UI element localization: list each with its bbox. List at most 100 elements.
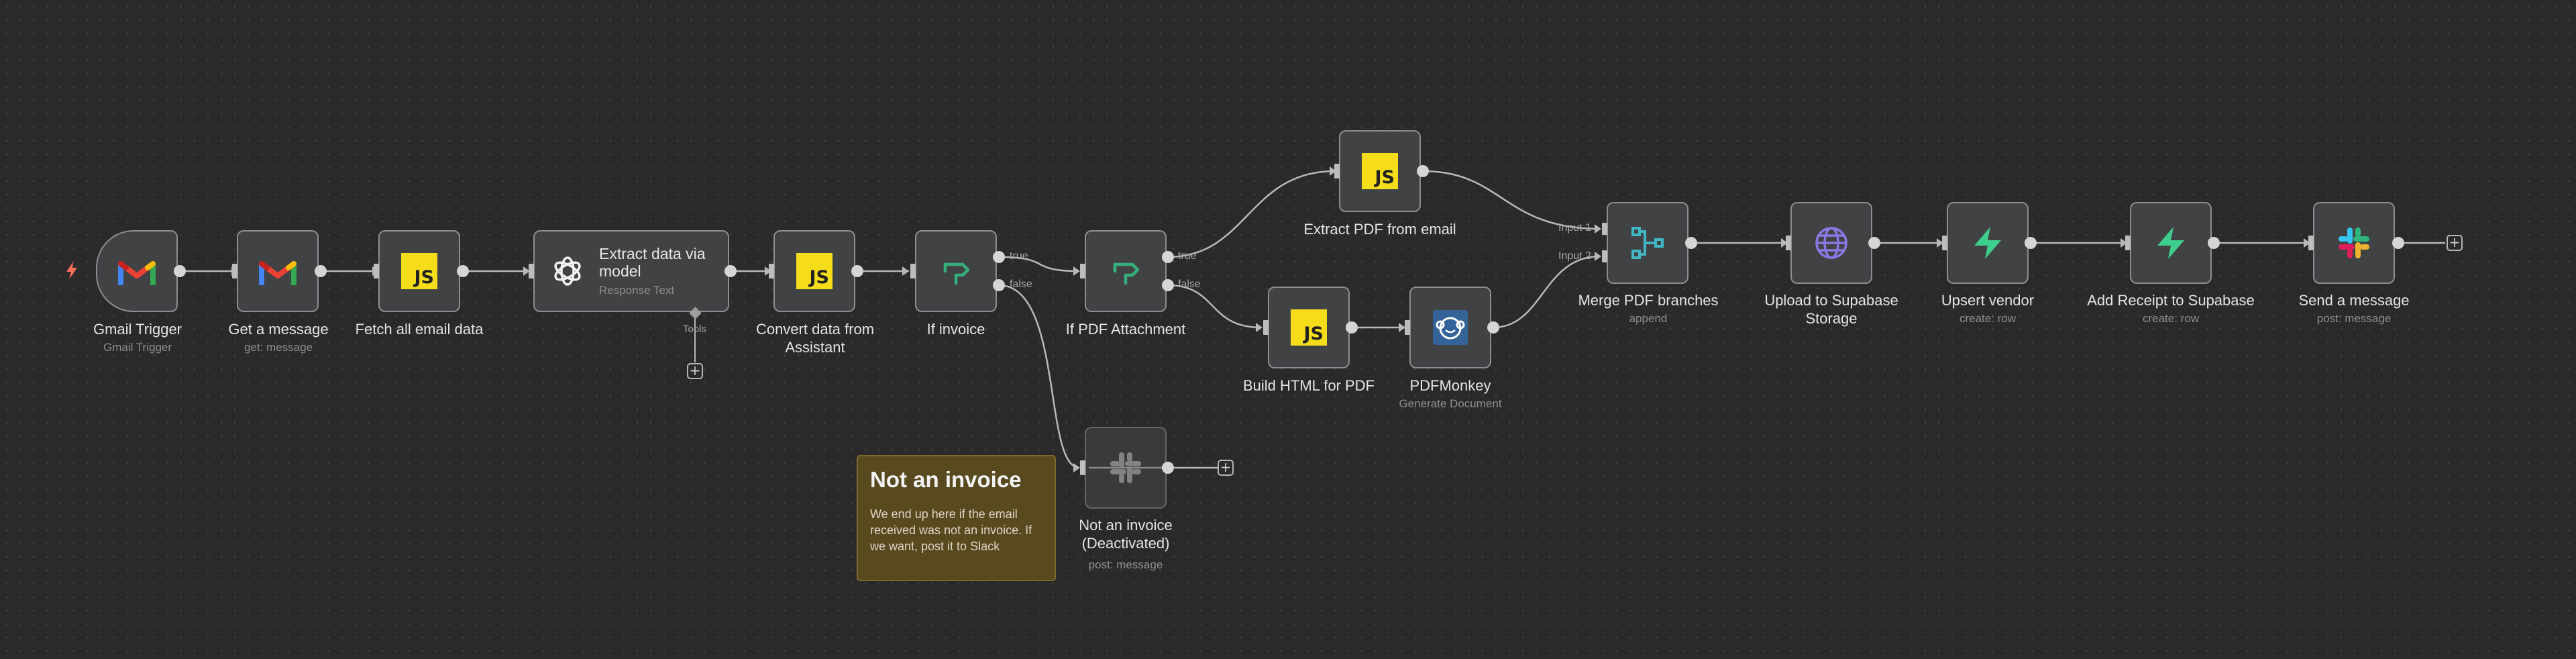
false-output-handle[interactable] — [993, 279, 1005, 291]
output-handle[interactable] — [1346, 321, 1358, 334]
gmail-icon — [258, 252, 297, 291]
node-label-upsert-vendor: Upsert vendor — [1941, 292, 2035, 309]
node-subtitle-upsert-vendor: create: row — [1959, 312, 2017, 325]
node-gmail-trigger[interactable] — [96, 230, 178, 312]
node-label-add-receipt-supabase: Add Receipt to Supabase — [2087, 292, 2255, 309]
node-label-merge-pdf-branches: Merge PDF branches — [1578, 292, 1719, 309]
supabase-icon — [2151, 223, 2190, 262]
edge-if-pdf-true — [1167, 170, 1336, 258]
input-handle[interactable] — [1334, 164, 1340, 179]
node-merge-pdf-branches[interactable] — [1607, 202, 1688, 284]
input-handle[interactable] — [374, 264, 379, 278]
output-handle[interactable] — [851, 265, 863, 277]
output-handle[interactable] — [2208, 237, 2220, 249]
node-label-get-message: Get a message — [228, 321, 329, 338]
node-pdfmonkey[interactable] — [1409, 287, 1491, 368]
output-handle[interactable] — [1417, 165, 1429, 177]
output-handle[interactable] — [457, 265, 469, 277]
input-handle[interactable] — [2125, 236, 2131, 250]
tools-port-label: Tools — [683, 323, 707, 335]
node-send-message[interactable] — [2313, 202, 2395, 284]
output-handle[interactable] — [724, 265, 737, 277]
node-extract-pdf[interactable]: JS — [1339, 130, 1421, 212]
node-upload-supabase-storage[interactable] — [1790, 202, 1872, 284]
output-handle[interactable] — [1487, 321, 1499, 334]
node-if-invoice[interactable] — [915, 230, 997, 312]
node-subtitle-pdfmonkey: Generate Document — [1399, 397, 1502, 410]
slack-icon — [2334, 223, 2373, 262]
sticky-note-title: Not an invoice — [870, 467, 1022, 492]
input-handle[interactable] — [1405, 320, 1410, 335]
input-handle[interactable] — [1080, 460, 1085, 475]
input-handle[interactable] — [1942, 236, 1947, 250]
node-extract-data-via-model[interactable]: Extract data via model Response Text — [533, 230, 729, 312]
output-handle[interactable] — [1685, 237, 1697, 249]
node-label-build-html: Build HTML for PDF — [1242, 377, 1375, 394]
if-branch-icon — [1106, 252, 1145, 291]
node-subtitle-add-receipt-supabase: create: row — [2142, 312, 2200, 325]
add-node-button[interactable]: + — [2447, 235, 2463, 251]
node-label-convert-data: Convert data from Assistant — [755, 321, 875, 356]
openai-icon — [548, 252, 587, 291]
sticky-note-body: We end up here if the email received was… — [870, 507, 1032, 553]
false-port-label: false — [1178, 278, 1201, 290]
node-if-pdf-attachment[interactable] — [1085, 230, 1167, 312]
input-handle[interactable] — [2308, 236, 2314, 250]
node-build-html[interactable]: JS — [1268, 287, 1350, 368]
node-label-gmail-trigger: Gmail Trigger — [93, 321, 182, 338]
node-label-upload-supabase-storage: Upload to Supabase Storage — [1764, 292, 1898, 327]
add-tool-button[interactable]: + — [687, 363, 703, 379]
globe-icon — [1812, 223, 1851, 262]
node-label-fetch-email-data: Fetch all email data — [355, 321, 484, 338]
input-1-handle[interactable] — [1602, 223, 1607, 235]
node-label-if-pdf-attachment: If PDF Attachment — [1065, 321, 1186, 338]
output-handle[interactable] — [2025, 237, 2037, 249]
output-handle[interactable] — [1162, 462, 1174, 474]
node-not-an-invoice[interactable] — [1085, 427, 1167, 509]
javascript-icon: JS — [401, 253, 437, 289]
if-branch-icon — [936, 252, 975, 291]
input-handle[interactable] — [769, 264, 774, 278]
node-subtitle-gmail-trigger: Gmail Trigger — [103, 341, 172, 354]
true-port-label: true — [1010, 250, 1028, 262]
node-subtitle-not-an-invoice: post: message — [1088, 558, 1163, 571]
output-handle[interactable] — [315, 265, 327, 277]
input-1-port-label: Input 1 — [1558, 222, 1591, 234]
output-handle[interactable] — [2392, 237, 2404, 249]
node-subtitle-send-message: post: message — [2316, 312, 2392, 325]
false-output-handle[interactable] — [1162, 279, 1174, 291]
node-label-if-invoice: If invoice — [926, 321, 985, 338]
true-port-label: true — [1178, 250, 1197, 262]
node-convert-data[interactable]: JS — [773, 230, 855, 312]
true-output-handle[interactable] — [993, 251, 1005, 263]
node-fetch-email-data[interactable]: JS — [378, 230, 460, 312]
input-2-handle[interactable] — [1602, 250, 1607, 262]
output-handle[interactable] — [174, 265, 186, 277]
node-get-message[interactable] — [237, 230, 319, 312]
node-subtitle-merge-pdf-branches: append — [1629, 312, 1668, 325]
node-label-extract-pdf: Extract PDF from email — [1303, 221, 1456, 238]
javascript-icon: JS — [1291, 309, 1327, 346]
node-subtitle-extract-data-via-model: Response Text — [599, 284, 675, 297]
input-handle[interactable] — [529, 264, 534, 278]
trigger-bolt-icon — [66, 262, 77, 279]
input-handle[interactable] — [1080, 264, 1085, 278]
input-handle[interactable] — [232, 264, 237, 278]
javascript-icon: JS — [1362, 153, 1398, 189]
node-add-receipt-supabase[interactable] — [2130, 202, 2212, 284]
false-port-label: false — [1010, 278, 1032, 290]
sticky-note[interactable]: Not an invoice We end up here if the ema… — [857, 455, 1056, 581]
input-handle[interactable] — [1263, 320, 1269, 335]
pdfmonkey-icon — [1431, 308, 1470, 347]
true-output-handle[interactable] — [1162, 251, 1174, 263]
input-handle[interactable] — [1786, 236, 1791, 250]
node-subtitle-get-message: get: message — [244, 341, 313, 354]
input-handle[interactable] — [910, 264, 916, 278]
node-upsert-vendor[interactable] — [1947, 202, 2029, 284]
input-2-port-label: Input 2 — [1558, 250, 1591, 262]
javascript-icon: JS — [796, 253, 833, 289]
add-node-button[interactable]: + — [1218, 460, 1234, 476]
gmail-icon — [117, 252, 156, 291]
output-handle[interactable] — [1868, 237, 1880, 249]
supabase-icon — [1968, 223, 2007, 262]
